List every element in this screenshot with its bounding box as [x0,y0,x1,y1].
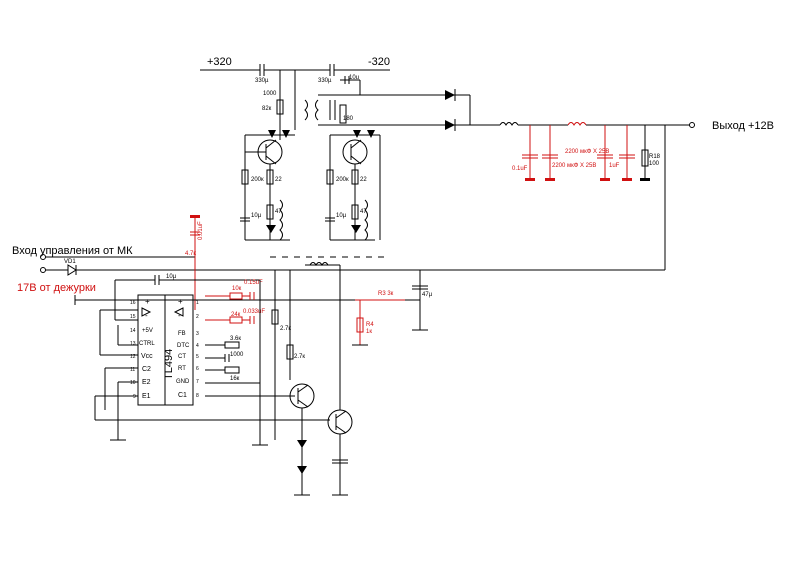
r47a-label: 47 [275,209,282,215]
c2200a-label: 2200 мкФ X 25В [565,149,609,155]
standby-label: 17В от дежурки [17,282,96,294]
chip-e1-label: E1 [142,393,151,400]
output-label: Выход +12В [712,120,774,132]
r24k-label: 24к [231,312,241,318]
c1uf-label: 1uF [609,163,620,169]
chip-c2-label: C2 [142,366,151,373]
chip-pin16-label: + [145,297,150,306]
pin2: 2 [196,314,199,320]
transformer: 180 10u [304,75,470,126]
r22b-label: 22 [360,177,367,183]
vd1-label: VD1 [64,259,76,265]
pin7: 7 [196,379,199,385]
r3-label: R3 3к [378,291,394,297]
chip-pin15-label: - [145,311,148,320]
pin5: 5 [196,354,199,360]
r27b-label: 2.7к [294,354,305,360]
tl494-chip: TL494 + - +5V CTRL Vcc C2 E2 E1 + - FB D… [130,294,199,406]
pin15: 15 [130,314,136,320]
pin13: 13 [130,341,136,347]
c330a-label: 330µ [255,78,269,84]
chip-fb-label: FB [178,331,186,337]
r82k-label: 82к [262,106,272,112]
r4-value: 1к [366,329,372,335]
half-bridge-left: 1000 82к 200к 22 47 10µ [240,70,296,241]
r36k-label: 3.6к [230,336,241,342]
chip-pin1-label: + [178,297,183,306]
chip-c1-label: C1 [178,392,187,399]
r18-label: R18 [649,154,661,160]
c10u-top-label: 10u [349,75,359,81]
chip-dtc-label: DTC [177,343,190,349]
output-stage: Выход +12В 0.1uF 2200 мкФ X 25В 2200 мкФ… [445,89,774,181]
chip-ct-label: CT [178,354,186,360]
chip-pin2-label: - [178,311,181,320]
chip-ctrl-label: CTRL [139,341,155,347]
pin14: 14 [130,328,136,334]
pin11: 11 [130,367,135,373]
c47u-label: 47µ [422,292,433,298]
top-rails: +320 -320 330µ 330µ [200,56,390,84]
c01uf-out-label: 0.1uF [512,166,528,172]
r18-value: 100 [649,161,660,167]
r47b-label: 47 [360,209,367,215]
c015-label: 0.15uF [244,280,263,286]
c2200b-label: 2200 мкФ X 25В [552,163,596,169]
pin3: 3 [196,331,199,337]
pin4: 4 [196,343,199,349]
r27a-label: 2.7к [280,326,291,332]
chip-gnd-label: GND [176,379,190,385]
c330b-label: 330µ [318,78,332,84]
c10ua-label: 10µ [251,213,262,219]
pin16: 16 [130,300,136,306]
c1000-label: 1000 [263,91,277,97]
r200b-label: 200к [336,177,349,183]
pin1: 1 [196,300,199,306]
half-bridge-right: 200к 22 47 10µ [325,130,381,241]
r200a-label: 200к [251,177,264,183]
r180-label: 180 [343,116,354,122]
chip-rt-label: RT [178,366,186,372]
c10u-fb-label: 10µ [166,274,177,280]
chip-vcc-label: Vcc [141,353,153,360]
r10k-label: 10к [232,286,242,292]
r22a-label: 22 [275,177,282,183]
rail-pos-label: +320 [207,56,232,68]
pin8: 8 [196,393,199,399]
r4-label: R4 [366,322,374,328]
rail-neg-label: -320 [368,56,390,68]
c10ub-label: 10µ [336,213,347,219]
r16k-label: 16к [230,376,240,382]
pin10: 10 [130,380,136,386]
r47k-label: 4.7к [185,251,196,257]
input-control-label: Вход управления от МК [12,245,133,257]
control-section: Вход управления от МК VD1 17В от дежурки… [12,125,666,496]
chip-e2-label: E2 [142,379,151,386]
chip-name: TL494 [163,349,175,380]
pin9: 9 [133,394,136,400]
pin12: 12 [130,354,136,360]
c01uf-top-label: 0.01uF [198,221,204,240]
chip-pin14-label: +5V [142,328,153,334]
c1000b-label: 1000 [230,352,244,358]
pin6: 6 [196,366,199,372]
c0033-label: 0.033uF [243,309,265,315]
